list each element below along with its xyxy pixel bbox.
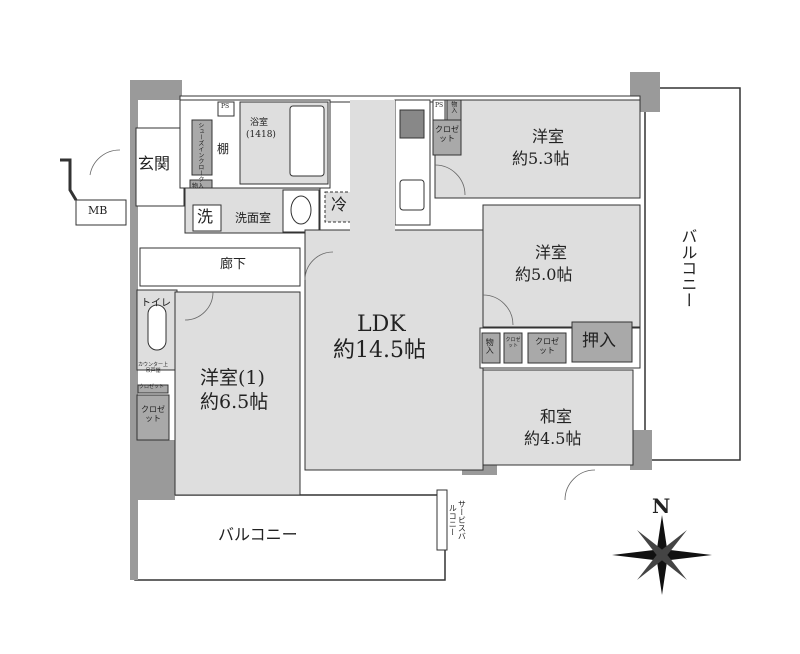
wall-pillar — [630, 430, 652, 470]
west-room — [174, 291, 301, 496]
compass-north-label: N — [652, 494, 671, 518]
label-mb: MB — [88, 204, 108, 217]
label-west-room: 洋室(1) — [200, 367, 265, 389]
label-washroom: 洗面室 — [235, 211, 272, 225]
label-storage-row: 物入 — [485, 338, 495, 354]
label-bath-size: (1418) — [246, 130, 276, 140]
shoe-closet — [191, 119, 213, 176]
oshiire — [571, 321, 633, 363]
label-counter: カウンター上吊戸棚 — [138, 362, 169, 374]
label-closet-small: クロゼット — [139, 384, 165, 390]
label-closet-toilet: クロゼット — [141, 405, 165, 424]
label-storage: 物入 — [192, 183, 205, 190]
bathtub — [289, 105, 325, 177]
ldk — [304, 229, 484, 471]
label-room-5-0-size: 約5.0帖 — [515, 265, 573, 284]
wall-pillar — [130, 440, 175, 500]
label-ldk: LDK — [357, 312, 406, 337]
label-shelf: 棚 — [217, 142, 230, 156]
label-room-5-0: 洋室 — [535, 243, 568, 262]
label-hallway: 廊下 — [220, 257, 247, 272]
label-ps: PS — [221, 103, 230, 110]
washitsu — [482, 369, 634, 466]
label-fridge: 冷 — [331, 195, 348, 214]
balcony-east — [644, 87, 741, 461]
label-room-5-3: 洋室 — [532, 127, 565, 146]
service-balcony — [436, 489, 448, 551]
label-shoe-closet: シューズインクローク — [196, 122, 204, 182]
label-laundry: 洗 — [197, 207, 214, 226]
label-closet-row1: クロゼット — [505, 337, 521, 349]
label-toilet: トイレ — [141, 298, 171, 309]
label-service-balcony: サービスバルコニー — [448, 500, 467, 540]
hallway — [139, 247, 301, 287]
label-storage-5-3: 物入 — [449, 101, 457, 113]
room-5-0 — [482, 204, 641, 328]
label-closet-row2: クロゼット — [535, 337, 559, 356]
label-entrance: 玄関 — [138, 154, 171, 173]
label-closet-5-3: クロゼット — [435, 125, 459, 144]
label-balcony-south: バルコニー — [218, 525, 298, 544]
label-washitsu-size: 約4.5帖 — [524, 429, 582, 448]
wall-top — [130, 80, 182, 100]
balcony-south — [134, 494, 446, 581]
wall-left — [130, 80, 138, 580]
door-swing — [304, 251, 334, 281]
label-balcony-east: バルコニー — [678, 228, 698, 308]
mb-box — [75, 199, 127, 226]
label-room-5-3-size: 約5.3帖 — [512, 149, 570, 168]
compass-rose-icon — [612, 515, 712, 595]
label-bath: 浴室 — [250, 118, 269, 128]
label-oshiire: 押入 — [582, 331, 616, 351]
label-ps2: PS — [435, 102, 444, 109]
label-west-room-size: 約6.5帖 — [200, 391, 269, 413]
label-washitsu: 和室 — [540, 407, 573, 426]
label-ldk-size: 約14.5帖 — [333, 338, 426, 363]
room-5-3 — [434, 99, 641, 199]
